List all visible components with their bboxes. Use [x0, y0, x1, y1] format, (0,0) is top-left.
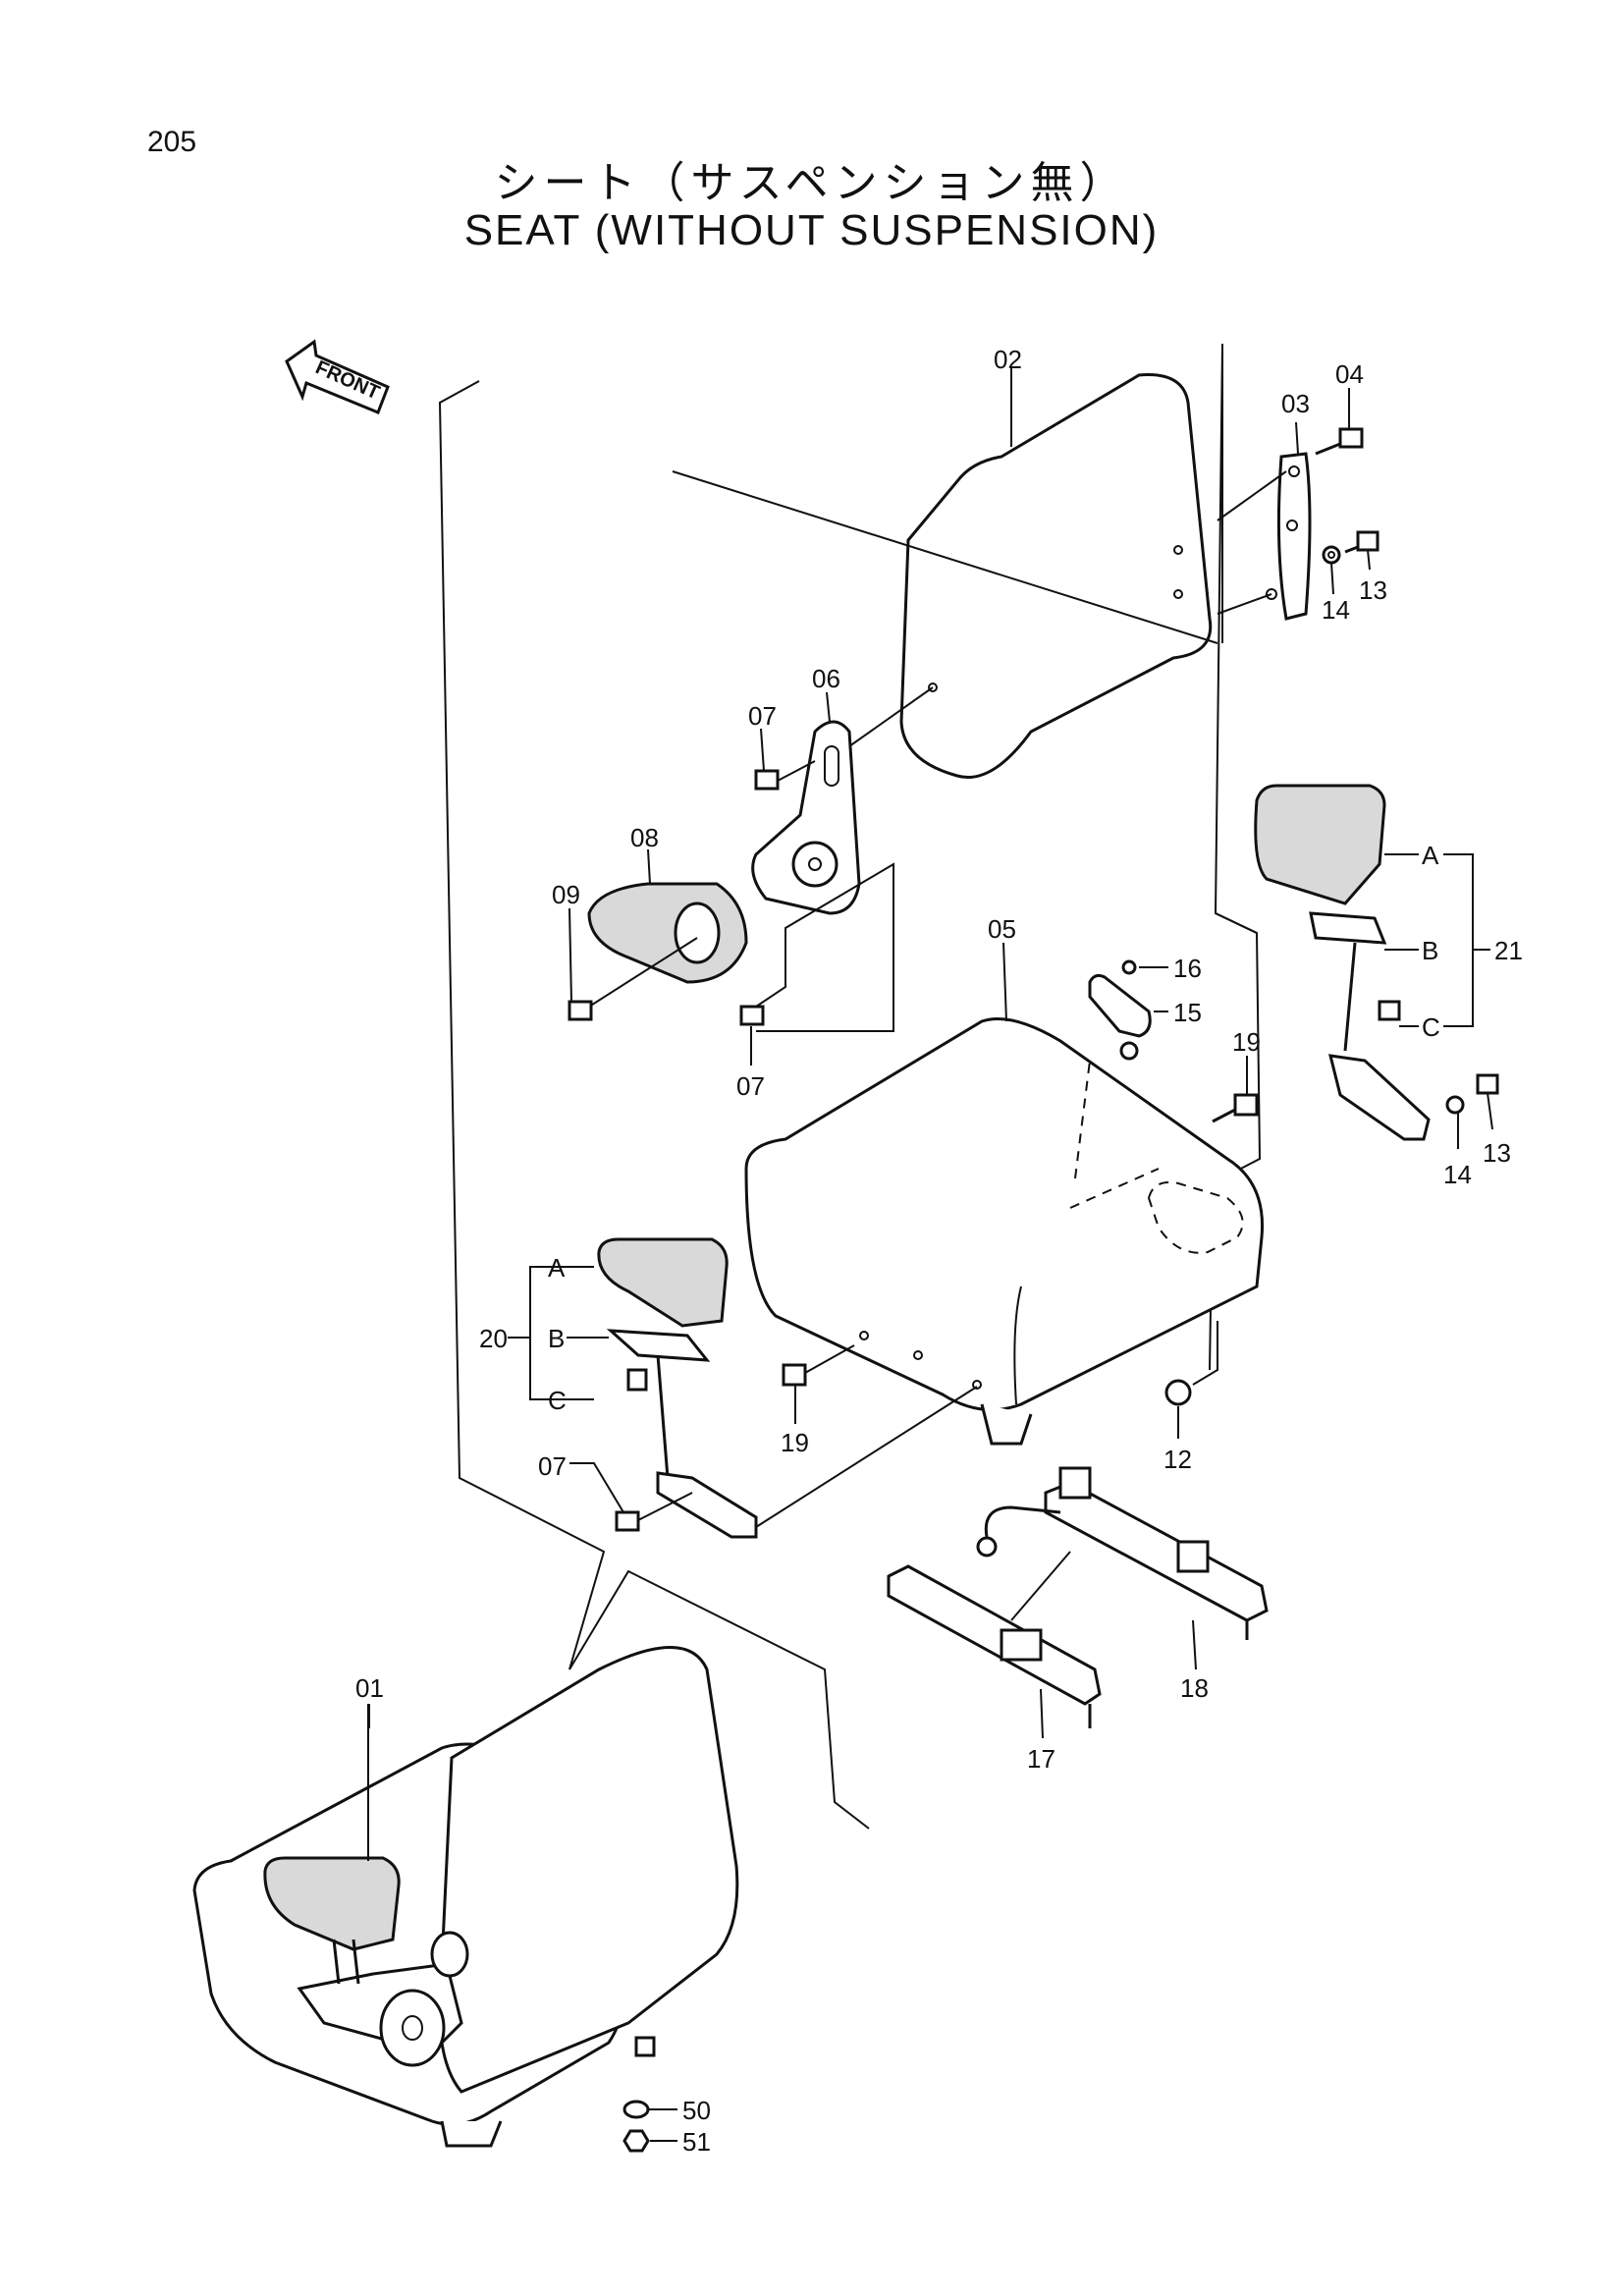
callout-16: 16 [1173, 954, 1202, 983]
bolt-09-icon [568, 1000, 593, 1021]
hinge-bracket-06 [751, 686, 934, 915]
callout-17: 17 [1027, 1744, 1055, 1774]
callout-21: 21 [1494, 936, 1523, 965]
lever-15 [1088, 973, 1152, 1061]
bracket-03 [1217, 452, 1312, 621]
callout-14-top: 14 [1322, 595, 1350, 625]
callout-07-top: 07 [748, 701, 777, 731]
assembled-seat-01 [192, 1646, 739, 2148]
subpart-20-c: C [548, 1386, 567, 1415]
armrest-20 [597, 1237, 758, 1539]
bolt-13-right-icon [1476, 1073, 1499, 1095]
seat-cushion-05 [744, 1017, 1265, 1446]
bolt-07-mid-icon [739, 862, 894, 1032]
page-number: 205 [147, 126, 197, 158]
bolt-13-icon [1344, 530, 1380, 554]
subpart-21-c: C [1422, 1012, 1440, 1042]
seat-rail-17 [887, 1564, 1102, 1728]
leader-lines [368, 388, 1493, 1739]
callout-bracket-20 [508, 1266, 609, 1400]
backrest-cushion [672, 373, 1218, 779]
plug-12-icon [1164, 1321, 1218, 1406]
title-english: SEAT (WITHOUT SUSPENSION) [463, 206, 1160, 254]
callout-50: 50 [682, 2096, 711, 2125]
callout-12: 12 [1163, 1445, 1192, 1474]
bolt-07-bottom-icon [615, 1386, 978, 1532]
nut-16-icon [1121, 959, 1137, 975]
bolt-19-left-icon [782, 1344, 855, 1387]
callout-06: 06 [812, 664, 840, 693]
armrest-21 [1254, 784, 1465, 1141]
bolt-07-top-icon [754, 760, 816, 791]
subpart-20-a: A [548, 1253, 566, 1283]
callout-13-top: 13 [1359, 575, 1387, 605]
washer-14-icon [1322, 545, 1341, 565]
callout-15: 15 [1173, 998, 1202, 1027]
callout-01: 01 [355, 1673, 384, 1703]
callout-02: 02 [994, 345, 1022, 374]
callout-04: 04 [1335, 359, 1364, 389]
callout-03: 03 [1281, 389, 1310, 418]
callout-18: 18 [1180, 1673, 1209, 1703]
seat-rail-18 [976, 1466, 1269, 1640]
subpart-21-a: A [1422, 841, 1439, 870]
callout-07-mid: 07 [736, 1071, 765, 1101]
title-japanese: シート（サスペンション無） [494, 159, 1129, 207]
front-arrow-icon: FRONT [285, 339, 390, 414]
callout-20: 20 [479, 1324, 508, 1353]
callout-13-right: 13 [1483, 1138, 1511, 1168]
bolt-04-icon [1315, 427, 1364, 456]
callout-14-right: 14 [1443, 1160, 1472, 1189]
callout-19-left: 19 [781, 1428, 809, 1457]
washer-50-icon [622, 2100, 677, 2119]
subpart-20-b: B [548, 1324, 565, 1353]
callout-05: 05 [988, 914, 1016, 944]
recline-knob-08 [587, 882, 748, 1008]
callout-19-right: 19 [1232, 1027, 1261, 1057]
callout-bracket-21 [1384, 853, 1490, 1027]
subpart-21-b: B [1422, 936, 1438, 965]
callout-08: 08 [630, 823, 659, 852]
callout-09: 09 [552, 880, 580, 909]
nut-51-icon [622, 2129, 677, 2153]
callout-07-bottom: 07 [538, 1451, 567, 1481]
bolt-19-right-icon [1212, 1093, 1259, 1123]
callout-51: 51 [682, 2127, 711, 2157]
